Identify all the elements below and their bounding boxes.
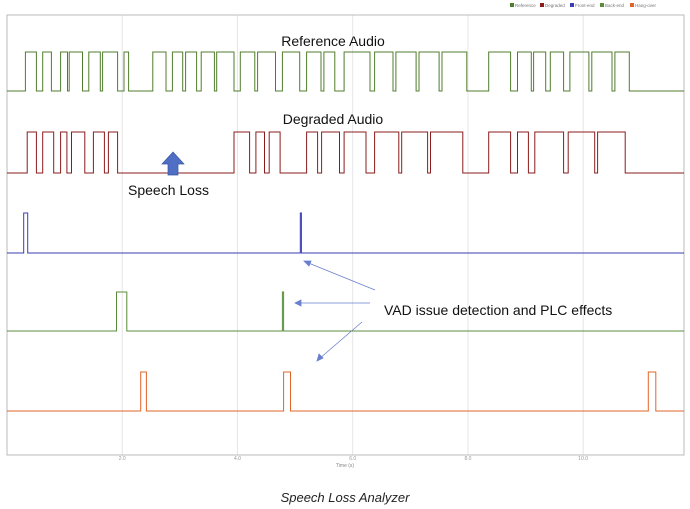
legend-swatch xyxy=(510,3,514,7)
legend-label: Back-end xyxy=(605,3,625,8)
speech-loss-label: Speech Loss xyxy=(128,182,209,198)
x-tick-label: 4.0 xyxy=(234,456,241,462)
x-axis: 2.0 4.0 6.0 8.0 10.0 xyxy=(119,456,588,462)
x-axis-label: Time (s) xyxy=(336,463,354,469)
x-tick-label: 2.0 xyxy=(119,456,126,462)
legend-swatch xyxy=(600,3,604,7)
grid xyxy=(121,15,584,455)
arrow-head-icon xyxy=(316,353,324,362)
legend-label: Degraded xyxy=(545,3,565,8)
reference-audio-label: Reference Audio xyxy=(281,33,385,49)
series-degraded xyxy=(7,131,684,174)
series-front-end xyxy=(7,212,684,254)
annotation-arrow-line xyxy=(305,261,376,291)
arrow-up-icon xyxy=(161,151,185,176)
series-hang-over xyxy=(7,371,684,412)
x-tick-label: 10.0 xyxy=(578,456,588,462)
degraded-audio-label: Degraded Audio xyxy=(283,111,384,127)
series-back-end xyxy=(7,291,684,332)
legend: Reference Degraded Front-end Back-end Hang-o… xyxy=(510,3,657,8)
legend-label: Hang-over xyxy=(635,3,657,8)
arrow-head-icon xyxy=(294,299,302,307)
x-tick-label: 8.0 xyxy=(464,456,471,462)
legend-swatch xyxy=(570,3,574,7)
figure-caption: Speech Loss Analyzer xyxy=(280,490,410,505)
annotation-arrows xyxy=(294,260,376,362)
series-reference xyxy=(7,51,684,92)
x-tick-label: 6.0 xyxy=(349,456,356,462)
legend-label: Reference xyxy=(515,3,536,8)
arrow-head-icon xyxy=(303,260,312,267)
plot-frame xyxy=(6,14,685,456)
annotation-arrow-line xyxy=(318,321,363,360)
series-group xyxy=(7,51,684,412)
legend-swatch xyxy=(630,3,634,7)
vad-annotation-label: VAD issue detection and PLC effects xyxy=(384,302,612,318)
legend-swatch xyxy=(540,3,544,7)
legend-label: Front-end xyxy=(575,3,595,8)
